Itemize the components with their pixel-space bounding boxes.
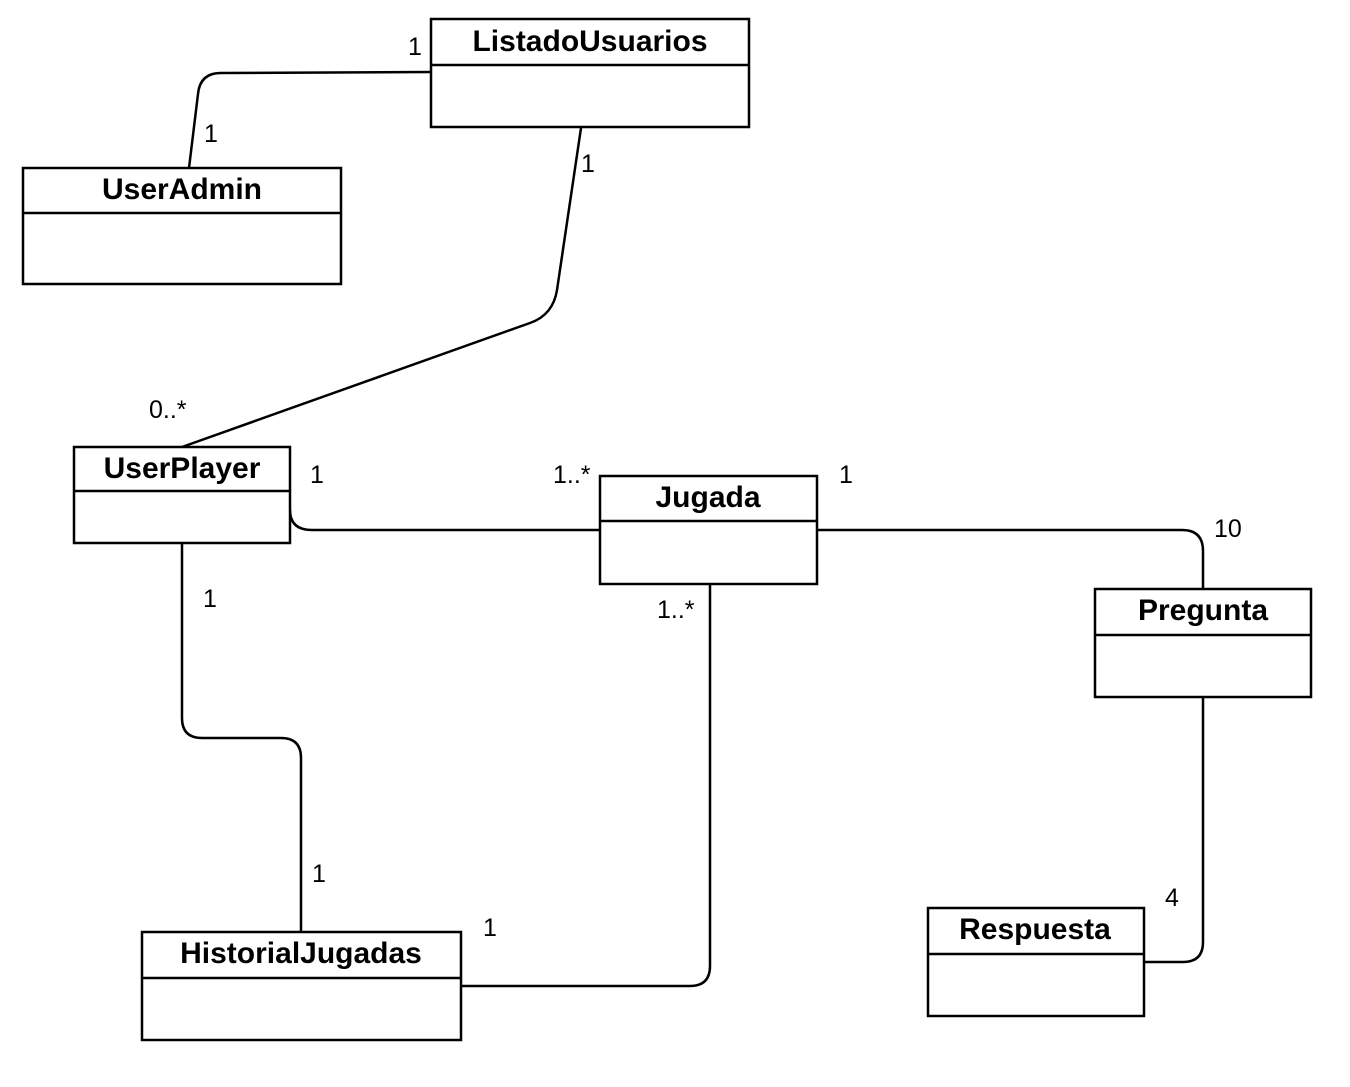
multiplicity-label: 1 xyxy=(408,33,422,61)
multiplicity-label: 1 xyxy=(839,461,853,489)
multiplicity-label: 1..* xyxy=(657,596,695,624)
assoc-listado-useradmin xyxy=(187,70,431,169)
multiplicity-label: 4 xyxy=(1165,884,1179,912)
class-name: HistorialJugadas xyxy=(180,937,422,970)
multiplicity-label: 1 xyxy=(581,150,595,178)
class-historial-jugadas[interactable]: HistorialJugadas xyxy=(140,930,463,1042)
assoc-pregunta-respuesta xyxy=(1144,697,1205,964)
class-box xyxy=(140,930,463,1042)
multiplicity-label: 1 xyxy=(312,860,326,888)
class-box xyxy=(72,445,292,545)
class-box xyxy=(429,17,751,129)
assoc-jugada-pregunta xyxy=(817,528,1205,589)
class-pregunta[interactable]: Pregunta xyxy=(1093,587,1313,699)
class-user-admin[interactable]: UserAdmin xyxy=(21,166,343,286)
assoc-listado-userplayer xyxy=(181,127,583,449)
multiplicity-label: 10 xyxy=(1214,515,1242,543)
class-name: Respuesta xyxy=(959,913,1111,946)
class-box xyxy=(1093,587,1313,699)
multiplicity-label: 1 xyxy=(310,461,324,489)
class-name: Pregunta xyxy=(1138,594,1268,627)
class-box xyxy=(21,166,343,286)
class-box xyxy=(926,906,1146,1018)
class-listado-usuarios[interactable]: ListadoUsuarios xyxy=(429,17,751,129)
multiplicity-label: 1..* xyxy=(553,461,591,489)
multiplicity-label: 0..* xyxy=(149,396,187,424)
class-user-player[interactable]: UserPlayer xyxy=(72,445,292,545)
class-name: UserPlayer xyxy=(104,452,261,485)
class-name: Jugada xyxy=(655,481,760,514)
class-box xyxy=(598,474,819,586)
assoc-userplayer-historial xyxy=(180,543,303,932)
class-name: UserAdmin xyxy=(102,173,262,206)
class-name: ListadoUsuarios xyxy=(472,25,707,58)
assoc-jugada-historial xyxy=(461,584,712,988)
assoc-userplayer-jugada xyxy=(288,509,600,532)
multiplicity-label: 1 xyxy=(483,914,497,942)
class-respuesta[interactable]: Respuesta xyxy=(926,906,1146,1018)
class-jugada[interactable]: Jugada xyxy=(598,474,819,586)
multiplicity-label: 1 xyxy=(203,585,217,613)
multiplicity-label: 1 xyxy=(204,120,218,148)
